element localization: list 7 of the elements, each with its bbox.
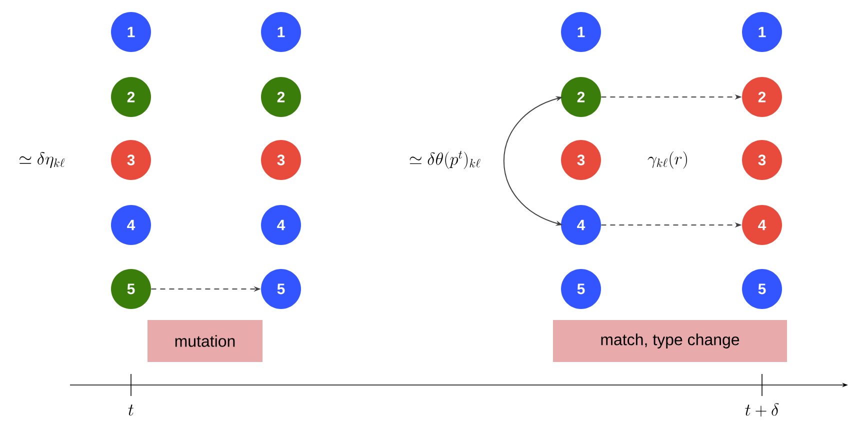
tick-label: $t$ <box>128 404 134 416</box>
tick-label: $t+\delta$ <box>745 403 779 417</box>
formula: $\simeq \delta\theta(p^t)_{k\ell}$ <box>410 150 480 169</box>
label-box: match, type change <box>553 320 787 362</box>
formula: $\gamma_{k\ell}(r)$ <box>648 151 687 169</box>
label-box: mutation <box>148 320 262 362</box>
formula: $\simeq \delta\eta_{k\ell}$ <box>20 152 65 168</box>
